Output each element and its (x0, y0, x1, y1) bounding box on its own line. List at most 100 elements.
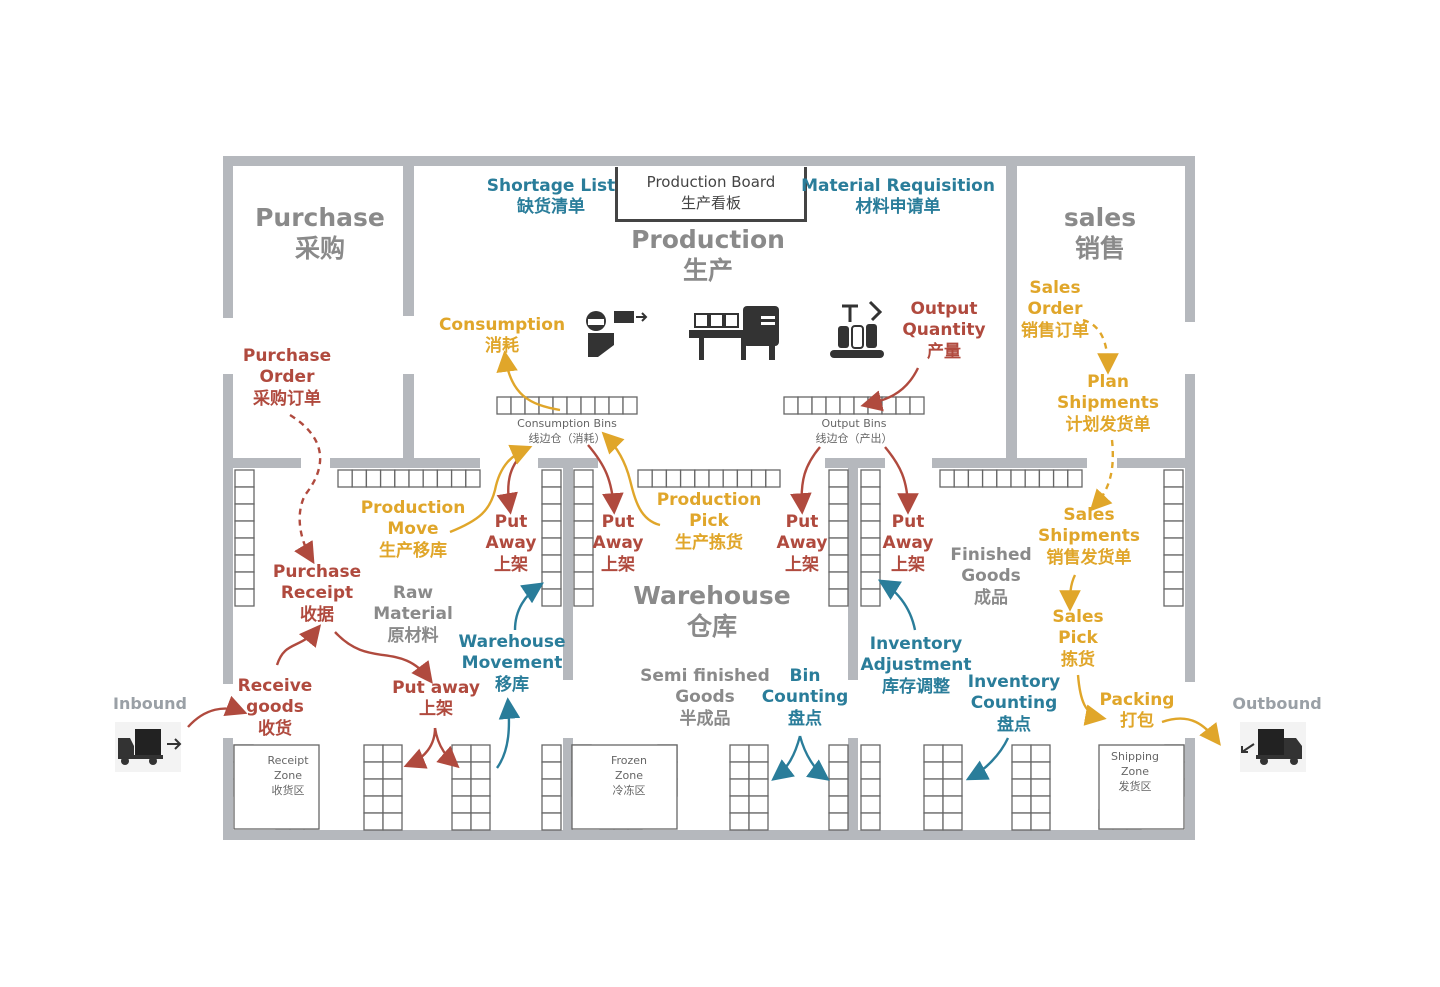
raw-material-label: Raw Material 原材料 (373, 583, 453, 647)
consumption-bins-en: Consumption Bins (517, 417, 617, 430)
put-away-3-l2: Away (776, 533, 828, 554)
output-bins-en: Output Bins (821, 417, 887, 430)
raw-material-l1: Raw (392, 583, 434, 603)
rack-bottom-8 (1011, 744, 1051, 831)
shipping-zone-label: Shipping Zone 发货区 (1111, 749, 1159, 794)
sales-order-l2: Order (1027, 299, 1083, 320)
sales-order-l1: Sales (1029, 278, 1081, 298)
production-board-en: Production Board (646, 173, 776, 191)
put-away-bottom-l1: Put away (392, 678, 480, 698)
put-away-4-zh: 上架 (891, 554, 925, 575)
receive-goods-label: Receive goods 收货 (238, 676, 313, 740)
sales-shipments-zh: 销售发货单 (1046, 547, 1132, 568)
rack-bottom-1 (363, 744, 403, 831)
sales-pick-l1: Sales (1052, 607, 1104, 627)
put-away-4-l1: Put (891, 512, 925, 532)
arrow-bincount-left (771, 735, 802, 781)
arrow-movement-down (496, 697, 521, 769)
rack-bottom-7 (923, 744, 963, 831)
bin-counting-l2: Counting (761, 687, 849, 708)
inventory-adjustment-label: Inventory Adjustment 库存调整 (861, 634, 972, 698)
room-sales-zh: 销售 (1074, 234, 1125, 264)
put-away-1-zh: 上架 (494, 554, 528, 575)
raw-material-zh: 原材料 (387, 625, 439, 646)
sales-shipments-label: Sales Shipments 销售发货单 (1038, 505, 1140, 569)
zone-boxes (233, 744, 1185, 830)
put-away-bottom-label: Put away 上架 (392, 678, 480, 721)
purchase-order-label: Purchase Order 采购订单 (243, 346, 331, 410)
production-move-l2: Move (387, 519, 439, 540)
put-away-3-label: Put Away 上架 (777, 512, 828, 576)
consumption-bins-label: Consumption Bins 线边仓（消耗） (517, 416, 617, 446)
conveyor-machine-icon (689, 306, 779, 360)
semi-finished-l2: Goods (675, 687, 735, 708)
production-move-label: Production Move 生产移库 (361, 498, 466, 562)
put-away-1-label: Put Away 上架 (486, 512, 537, 576)
semi-finished-zh: 半成品 (679, 708, 731, 729)
output-bins-zh: 线边仓（产出） (815, 432, 893, 445)
room-production-en: Production (631, 225, 785, 254)
shortage-list-label: Shortage List 缺货清单 (487, 176, 616, 219)
bin-counting-zh: 盘点 (788, 708, 822, 729)
inventory-counting-label: Inventory Counting 盘点 (968, 672, 1060, 736)
consumption-bins-zh: 线边仓（消耗） (528, 432, 606, 445)
production-pick-zh: 生产拣货 (674, 532, 743, 553)
frozen-zone-zh: 冷冻区 (612, 784, 646, 797)
production-pick-l1: Production (656, 490, 762, 510)
arrow-putaway-4 (884, 446, 919, 515)
consumption-en: Consumption (438, 315, 566, 335)
put-away-3-l1: Put (785, 512, 819, 532)
truck-outbound-icon (1240, 722, 1306, 772)
purchase-order-zh: 采购订单 (253, 388, 321, 409)
shipping-zone-zh: 发货区 (1118, 780, 1152, 793)
sales-order-zh: 销售订单 (1021, 320, 1089, 341)
arrow-shipments-to-pick (1059, 574, 1081, 612)
arrow-consumption (496, 350, 561, 412)
purchase-receipt-label: Purchase Receipt 收据 (273, 562, 361, 626)
inventory-adjustment-l2: Adjustment (860, 655, 972, 676)
receive-goods-l1: Receive (237, 676, 313, 696)
room-warehouse-en: Warehouse (633, 581, 791, 610)
put-away-1-l2: Away (485, 533, 537, 554)
frozen-zone-l2: Zone (614, 769, 643, 782)
arrow-order-to-receipt (289, 413, 322, 565)
material-requisition-label: Material Requisition 材料申请单 (801, 176, 995, 219)
output-bins-label: Output Bins 线边仓（产出） (816, 416, 893, 446)
outbound-label: Outbound (1232, 694, 1322, 713)
inventory-adjustment-zh: 库存调整 (881, 676, 950, 697)
room-warehouse: Warehouse 仓库 (633, 580, 790, 643)
room-sales-en: sales (1063, 203, 1137, 232)
inventory-counting-l1: Inventory (967, 672, 1061, 692)
arrow-packing-to-outbound (1161, 717, 1221, 746)
room-warehouse-zh: 仓库 (686, 612, 738, 642)
sales-shipments-l1: Sales (1063, 505, 1115, 525)
arrow-plan-to-shipments (1089, 439, 1114, 512)
rack-semi-right (828, 469, 849, 607)
put-away-4-l2: Away (882, 533, 934, 554)
arrow-pick-to-packing (1076, 674, 1107, 726)
rack-finished-left (860, 469, 881, 607)
room-purchase: Purchase 采购 (255, 202, 385, 265)
inventory-adjustment-l1: Inventory (869, 634, 963, 654)
arrow-receipt-to-putaway (334, 631, 433, 684)
rack-bottom-3 (541, 744, 562, 831)
semi-finished-label: Semi finished Goods 半成品 (640, 666, 770, 730)
room-production-zh: 生产 (682, 256, 733, 286)
consumption-label: Consumption 消耗 (439, 315, 565, 358)
arrow-putaway-3 (790, 446, 821, 515)
plan-shipments-label: Plan Shipments 计划发货单 (1057, 372, 1159, 436)
purchase-order-l2: Order (259, 367, 315, 388)
room-sales: sales 销售 (1064, 202, 1136, 265)
arrow-salesorder-to-plan (1082, 318, 1119, 375)
raw-material-l2: Material (373, 604, 453, 625)
arrow-inbound-to-receive (187, 695, 248, 728)
warehouse-movement-zh: 移库 (494, 674, 529, 695)
rack-bottom-4 (729, 744, 769, 831)
material-requisition-en: Material Requisition (801, 176, 995, 196)
warehouse-movement-l2: Movement (461, 653, 563, 674)
plan-shipments-l2: Shipments (1057, 393, 1159, 414)
output-bins (783, 396, 925, 415)
arrow-output-quantity (860, 367, 920, 412)
receipt-zone-label: Receipt Zone 收货区 (267, 753, 308, 798)
